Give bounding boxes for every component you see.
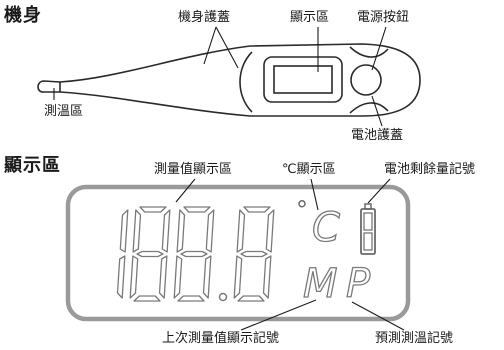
digit-3-segment-g [240, 250, 268, 258]
lcd-digits [116, 206, 275, 302]
display-window-outer [263, 56, 343, 103]
digit-3-segment-e [233, 255, 243, 299]
digit-2-segment-f [176, 209, 186, 253]
display-window-inner [273, 65, 333, 94]
digit-3-segment-a [243, 206, 271, 213]
digit-3-segment-f [236, 209, 246, 253]
label-probe-area: 測溫區 [44, 104, 84, 119]
digit-3-segment-c [262, 255, 272, 299]
digit-2-segment-g [180, 250, 208, 258]
digit-2-segment-c [202, 255, 212, 299]
digit-1-segment-f [132, 209, 142, 253]
memory-letter: M [302, 261, 338, 307]
digit-2-segment-e [173, 255, 183, 299]
battery-icon [360, 203, 376, 255]
label-battery-cover: 電池護蓋 [351, 128, 404, 143]
decimal-point [218, 292, 228, 302]
label-power-button: 電源按鈕 [357, 10, 410, 25]
label-body-cover: 機身護蓋 [178, 10, 231, 25]
section-title-body: 機身 [4, 5, 42, 26]
digit-1-segment-a [139, 206, 167, 213]
label-last-reading-indicator: 上次測量值顯示記號 [162, 331, 280, 346]
section-title-display: 顯示區 [4, 155, 61, 176]
digit-0-segment-b [119, 209, 129, 253]
digit-2-segment-a [183, 206, 211, 213]
lcd-illustration [65, 178, 411, 331]
label-celsius-area: ℃顯示區 [282, 162, 336, 177]
lcd-frame [65, 184, 411, 322]
probe-tip [37, 80, 61, 93]
digit-1-segment-g [136, 250, 164, 258]
degree-symbol: ° [296, 196, 308, 224]
label-display-area: 顯示區 [290, 10, 330, 25]
thermometer-body [59, 43, 421, 117]
digit-0-segment-c [116, 255, 126, 299]
celsius-segment-letter: C [311, 205, 340, 251]
predict-letter: P [345, 261, 371, 307]
label-battery-indicator: 電池剩餘量記號 [384, 162, 476, 177]
digit-1-segment-d [133, 295, 161, 302]
digit-1-segment-e [129, 255, 139, 299]
digit-1-segment-b [161, 209, 171, 253]
label-predictive-indicator: 預測測溫記號 [375, 331, 454, 346]
digit-2-segment-b [205, 209, 215, 253]
digit-3-segment-d [237, 295, 265, 302]
digit-3-segment-b [265, 209, 275, 253]
power-button [350, 64, 382, 96]
label-reading-area: 測量值顯示區 [154, 162, 233, 177]
digit-1-segment-c [158, 255, 168, 299]
thermometer-illustration [37, 26, 421, 127]
body-cover-seam [239, 51, 253, 113]
digit-2-segment-d [177, 295, 205, 302]
battery-cover-seam [349, 46, 389, 114]
